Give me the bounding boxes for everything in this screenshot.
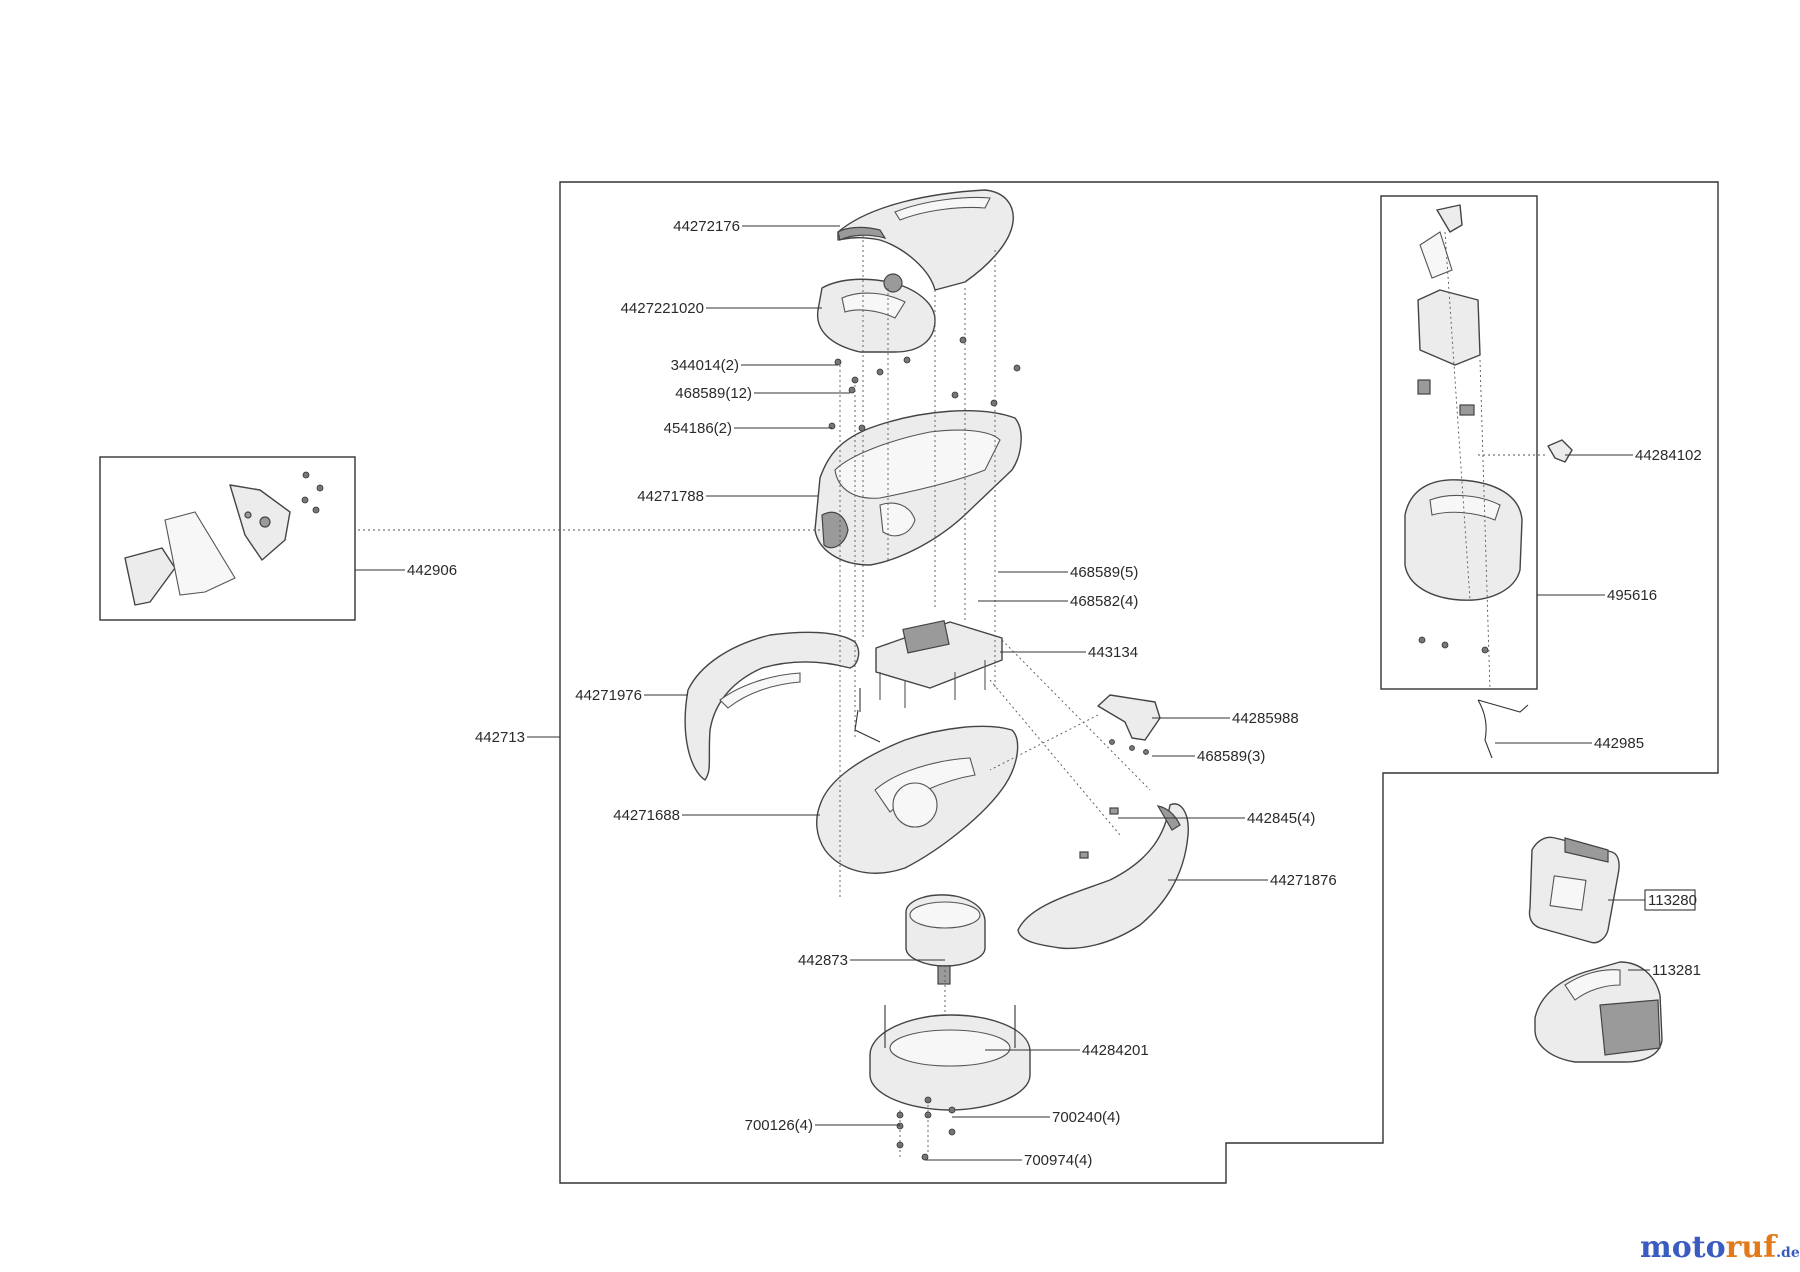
label-443134: 443134 — [1088, 644, 1138, 661]
label-442985: 442985 — [1594, 735, 1644, 752]
label-468589-12: 468589(12) — [675, 385, 752, 402]
upper-cover-part — [816, 273, 936, 353]
label-44271688: 44271688 — [613, 807, 680, 824]
label-495616: 495616 — [1607, 587, 1657, 604]
wire-harness-part — [1477, 699, 1529, 759]
side-panel-assembly-part — [124, 471, 324, 606]
label-442906: 442906 — [407, 562, 457, 579]
right-clip-part — [1097, 694, 1161, 755]
label-44271788: 44271788 — [637, 488, 704, 505]
battery-holder-assembly-part — [1404, 204, 1573, 654]
brand-logo: motoruf.de — [1640, 1230, 1800, 1265]
label-44271876: 44271876 — [1270, 872, 1337, 889]
inset-frame-495616 — [1380, 195, 1538, 690]
upper-housing-part — [814, 410, 1022, 566]
label-113281: 113281 — [1652, 962, 1701, 979]
screw-set-bottom — [896, 1096, 956, 1161]
motor-part — [905, 894, 986, 985]
inset-frame-442906 — [99, 456, 356, 621]
label-442873: 442873 — [798, 952, 848, 969]
lid-cover-part — [837, 189, 1014, 291]
brand-logo-suffix: .de — [1776, 1245, 1800, 1261]
label-468582: 468582(4) — [1070, 593, 1138, 610]
left-side-cover-part — [684, 631, 860, 781]
label-44284102: 44284102 — [1635, 447, 1702, 464]
right-side-cover-part — [1017, 803, 1189, 950]
brand-logo-ruf: ruf — [1726, 1230, 1779, 1265]
label-700126: 700126(4) — [745, 1117, 813, 1134]
label-468589-5: 468589(5) — [1070, 564, 1138, 581]
lower-housing-part — [816, 725, 1019, 874]
label-113280: 113280 — [1648, 892, 1697, 909]
fan-housing-part — [869, 1005, 1031, 1111]
label-700240: 700240(4) — [1052, 1109, 1120, 1126]
alignment-lines — [358, 231, 1548, 1160]
battery-pack-part — [1528, 836, 1620, 944]
part-labels: 44272176 4427221020 344014(2) 468589(12)… — [407, 218, 1702, 1169]
controller-board-part — [854, 619, 1003, 743]
label-344014: 344014(2) — [671, 357, 739, 374]
charger-part — [1534, 961, 1663, 1063]
leader-lines — [355, 225, 1696, 1161]
screw-set-top — [828, 336, 1021, 432]
label-44271976: 44271976 — [575, 687, 642, 704]
label-442713: 442713 — [475, 729, 525, 746]
brand-logo-moto: moto — [1640, 1230, 1726, 1265]
label-700974: 700974(4) — [1024, 1152, 1092, 1169]
label-4427221020: 4427221020 — [621, 300, 704, 317]
label-454186: 454186(2) — [664, 420, 732, 437]
svg-text:motoruf.de: motoruf.de — [1640, 1230, 1800, 1265]
label-44285988: 44285988 — [1232, 710, 1299, 727]
label-44272176: 44272176 — [673, 218, 740, 235]
label-44284201: 44284201 — [1082, 1042, 1149, 1059]
label-468589-3: 468589(3) — [1197, 748, 1265, 765]
label-442845: 442845(4) — [1247, 810, 1315, 827]
assembly-frame-442713 — [559, 181, 1719, 1184]
